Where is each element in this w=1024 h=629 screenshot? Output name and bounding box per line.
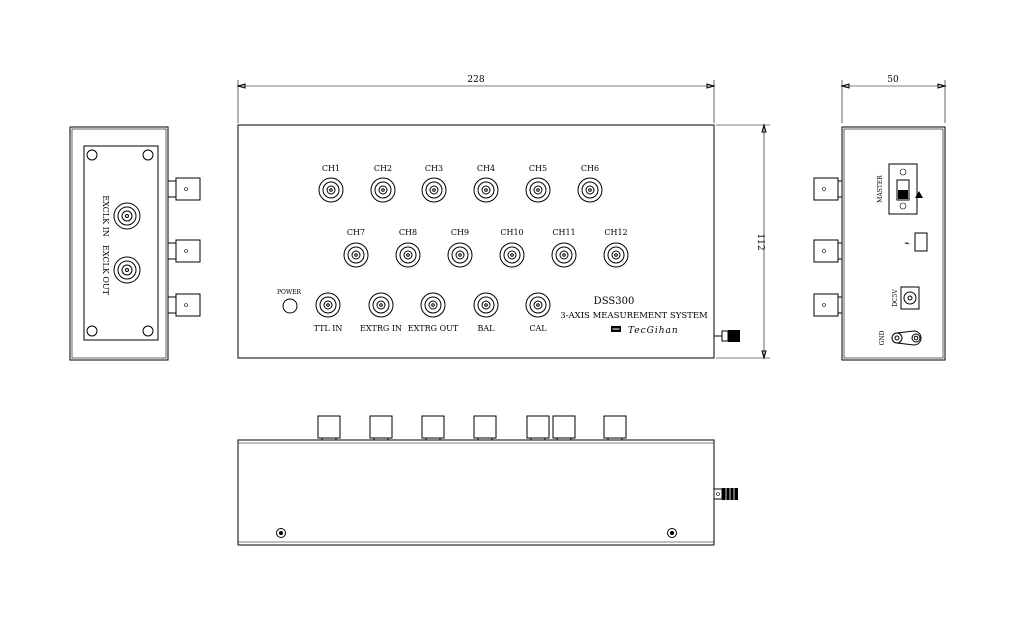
- left-side-body: [69, 126, 169, 361]
- front-panel-body: [237, 124, 715, 359]
- channel-label: CH5: [529, 164, 547, 173]
- right-side-view: 50 MASTER: [813, 75, 947, 361]
- bnc-connector: [318, 177, 344, 203]
- gnd-lug: [891, 330, 922, 346]
- bottom-row-label: TTL IN: [314, 324, 343, 333]
- channel-label: CH9: [451, 228, 469, 237]
- channel-label: CH8: [399, 228, 417, 237]
- bnc-connector: [473, 177, 499, 203]
- bnc-connector: [368, 292, 394, 318]
- master-label: MASTER: [877, 175, 884, 203]
- left-side-view: EXCLK IN EXCLK OUT: [69, 126, 201, 361]
- bnc-connector: [420, 292, 446, 318]
- left-side-plate: [83, 145, 159, 341]
- right-side-inner-edge: [843, 128, 944, 359]
- ground-terminal-icon: [714, 330, 740, 342]
- exclk-out-connector: [113, 256, 141, 284]
- channel-label: CH7: [347, 228, 365, 237]
- power-label: POWER: [277, 289, 302, 296]
- left-bnc-stub-3: [167, 293, 201, 317]
- screw-icon: [276, 528, 286, 538]
- master-switch: [888, 163, 923, 215]
- bnc-connector: [473, 292, 499, 318]
- arrow-up-icon: [915, 191, 923, 198]
- channel-label: CH6: [581, 164, 599, 173]
- top-bnc-stub: [526, 415, 550, 441]
- bnc-connector: [343, 242, 369, 268]
- top-bnc-stub: [317, 415, 341, 441]
- front-view: 228 112 CH1 CH2 CH3 CH4 CH5: [236, 75, 770, 360]
- dc-label: DC5V: [892, 289, 899, 307]
- gnd-label: GND: [879, 330, 886, 345]
- bnc-connector: [447, 242, 473, 268]
- exclk-in-label: EXCLK IN: [101, 195, 110, 237]
- channel-label: CH2: [374, 164, 392, 173]
- top-bnc-stub: [473, 415, 497, 441]
- usb-port: ⌁: [904, 232, 928, 252]
- left-bnc-stub-2: [167, 239, 201, 263]
- right-bnc-stub-1: [813, 177, 843, 201]
- channel-label: CH11: [552, 228, 575, 237]
- screw-icon: [667, 528, 677, 538]
- top-bnc-stub: [603, 415, 627, 441]
- channel-label: CH1: [322, 164, 340, 173]
- brand-label: TecGihan: [628, 326, 679, 336]
- dc-jack: [900, 286, 920, 310]
- bnc-connector: [370, 177, 396, 203]
- right-side-body: [841, 126, 946, 361]
- bottom-row-label: EXTRG OUT: [408, 324, 459, 333]
- bnc-connector: [525, 177, 551, 203]
- plate-screw-tr: [142, 149, 154, 161]
- top-bnc-stub: [552, 415, 576, 441]
- right-bnc-stub-2: [813, 239, 843, 263]
- width-dimension-label: 228: [467, 75, 484, 85]
- bnc-connector: [551, 242, 577, 268]
- channel-label: CH4: [477, 164, 495, 173]
- bnc-connector: [315, 292, 341, 318]
- channel-label: CH3: [425, 164, 443, 173]
- model-label: DSS300: [594, 296, 635, 307]
- bnc-connector: [603, 242, 629, 268]
- left-side-inner-edge: [71, 128, 167, 359]
- top-view-body: [237, 439, 715, 546]
- bottom-row-label: BAL: [478, 324, 496, 333]
- channel-label: CH10: [500, 228, 523, 237]
- power-led-icon: [282, 298, 298, 314]
- left-bnc-stub-1: [167, 177, 201, 201]
- right-bnc-stub-3: [813, 293, 843, 317]
- bnc-connector: [499, 242, 525, 268]
- plate-screw-tl: [86, 149, 98, 161]
- top-ground-knob: [713, 488, 738, 500]
- exclk-in-connector: [113, 202, 141, 230]
- plate-screw-br: [142, 325, 154, 337]
- bnc-connector: [577, 177, 603, 203]
- top-bnc-stub: [369, 415, 393, 441]
- bnc-connector: [421, 177, 447, 203]
- bottom-row-label: CAL: [529, 324, 547, 333]
- plate-screw-bl: [86, 325, 98, 337]
- bnc-connector: [395, 242, 421, 268]
- top-view: [237, 415, 738, 546]
- top-bnc-stub: [421, 415, 445, 441]
- system-name-label: 3-AXIS MEASUREMENT SYSTEM: [560, 311, 708, 321]
- side-width-dimension-label: 50: [887, 75, 899, 85]
- channel-label: CH12: [604, 228, 627, 237]
- height-dimension-label: 112: [755, 233, 765, 250]
- usb-icon: ⌁: [904, 239, 909, 249]
- bottom-row-label: EXTRG IN: [360, 324, 402, 333]
- exclk-out-label: EXCLK OUT: [101, 245, 110, 296]
- bnc-connector: [525, 292, 551, 318]
